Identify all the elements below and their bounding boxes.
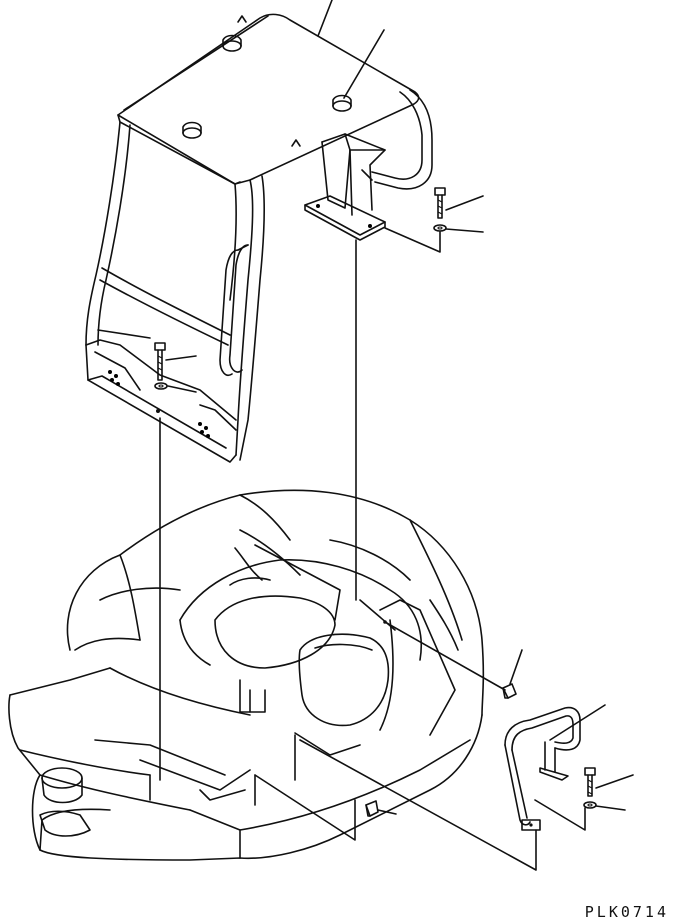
handrail	[504, 706, 581, 831]
bolt-handrail	[584, 767, 596, 797]
bolt-rear	[434, 187, 446, 219]
washer-front	[154, 382, 168, 390]
rops-canopy	[85, 13, 433, 463]
washer-handrail	[583, 801, 597, 809]
drawing-code: PLK0714	[584, 903, 669, 921]
bolt-front	[154, 342, 166, 381]
plug-lower	[365, 800, 379, 817]
operator-seat	[179, 529, 456, 736]
washer-rear	[433, 224, 447, 232]
machine-body	[8, 489, 485, 861]
leader-lines	[159, 0, 634, 871]
plug-right	[502, 683, 517, 699]
